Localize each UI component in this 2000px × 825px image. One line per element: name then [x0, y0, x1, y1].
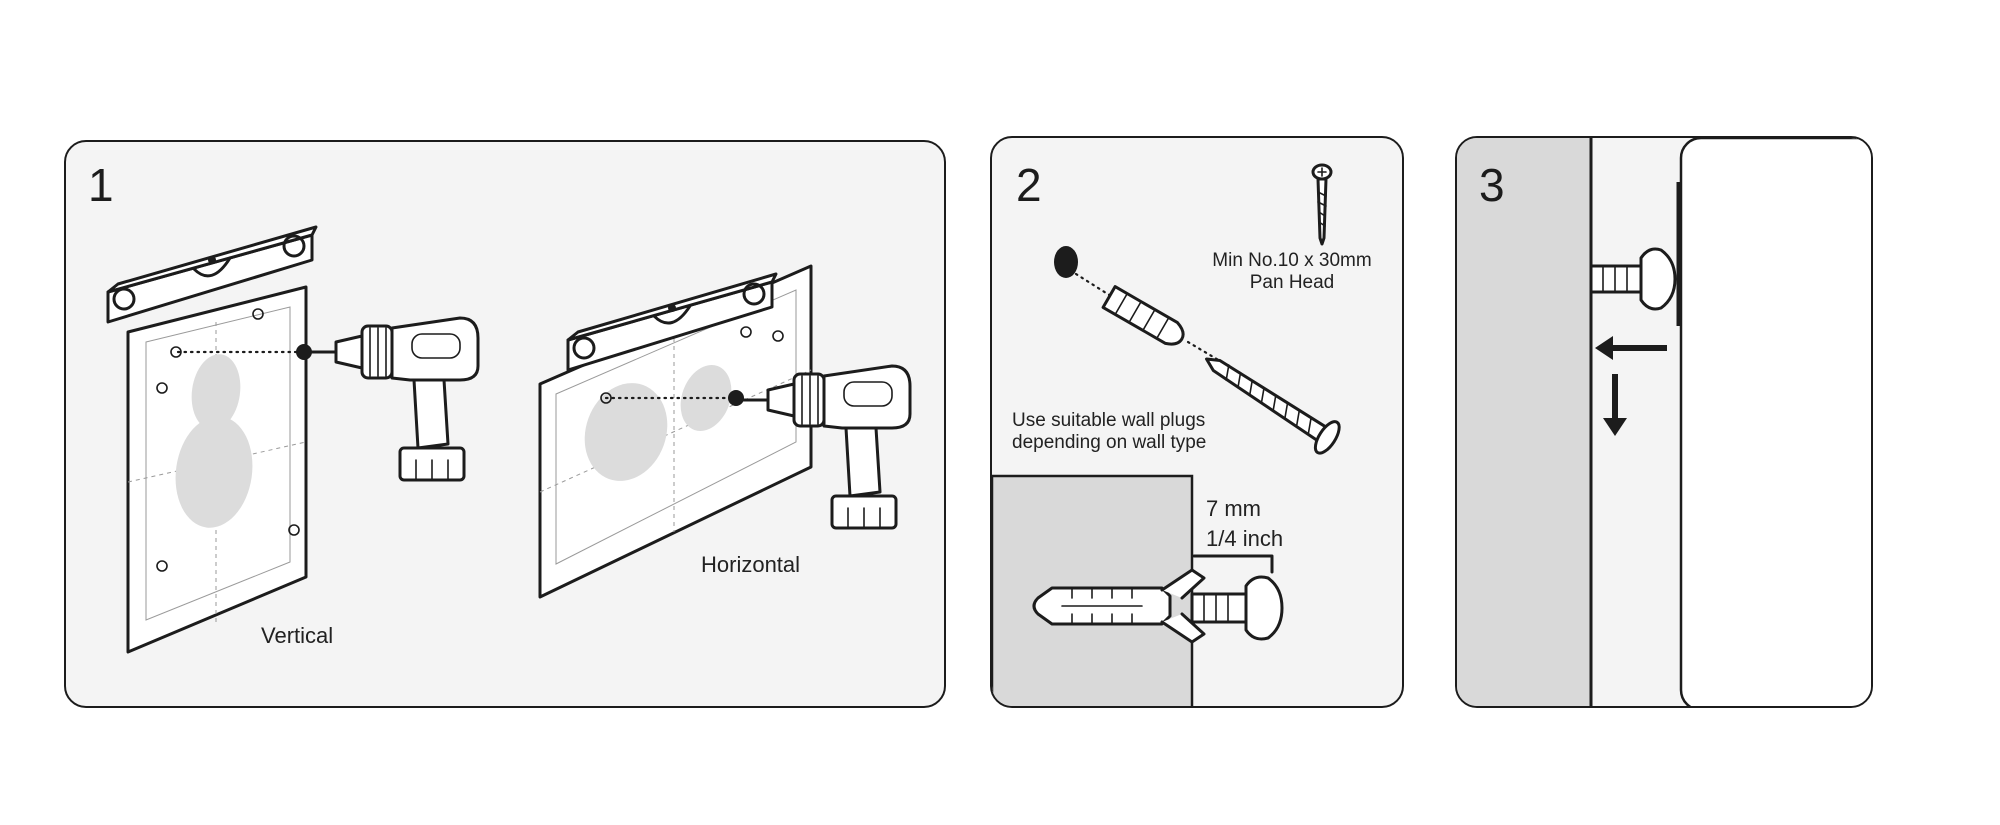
gap-dimension-line — [1192, 554, 1274, 574]
step-1-number: 1 — [88, 159, 114, 211]
horizontal-label: Horizontal — [701, 552, 801, 577]
drill-icon — [308, 316, 480, 482]
step-3-illustration — [1457, 138, 1871, 706]
screw-spec: Min No.10 x 30mm Pan Head — [1192, 250, 1392, 294]
screw-spec-line2: Pan Head — [1249, 272, 1335, 293]
wall-section — [1457, 138, 1591, 706]
screw-icon — [1311, 163, 1333, 246]
screw-icon — [1190, 575, 1284, 641]
wall-plug-note: Use suitable wall plugs depending on wal… — [1012, 410, 1206, 454]
step-3-number: 3 — [1479, 159, 1505, 211]
step-3-panel: 3 — [1455, 136, 1873, 708]
picture-frame — [1679, 138, 1871, 706]
wall-plug-note-line2: depending on wall type — [1012, 432, 1207, 453]
spirit-level-icon — [566, 272, 778, 372]
vertical-label: Vertical — [261, 623, 334, 648]
step-2-number: 2 — [1016, 159, 1042, 211]
vertical-template — [126, 285, 308, 654]
screw-icon — [1589, 247, 1677, 311]
step-1-illustration — [106, 225, 912, 654]
screw-icon — [1205, 357, 1341, 455]
arrow-left-icon — [1595, 336, 1667, 360]
step-2-illustration — [992, 163, 1341, 706]
spirit-level-icon — [106, 225, 318, 324]
step-1-panel: 1 — [64, 140, 946, 708]
drill-hole-icon — [1054, 246, 1078, 278]
wall-plug-note-line1: Use suitable wall plugs — [1012, 410, 1206, 431]
gap-mm-label: 7 mm — [1206, 496, 1261, 521]
wall-plug-icon — [1032, 568, 1206, 644]
arrow-down-icon — [1603, 374, 1627, 436]
drill-icon — [740, 364, 912, 530]
step-2-panel: 2 — [990, 136, 1404, 708]
gap-inch-label: 1/4 inch — [1206, 526, 1284, 551]
wall-plug-icon — [1101, 285, 1185, 346]
screw-spec-line1: Min No.10 x 30mm — [1212, 250, 1372, 271]
